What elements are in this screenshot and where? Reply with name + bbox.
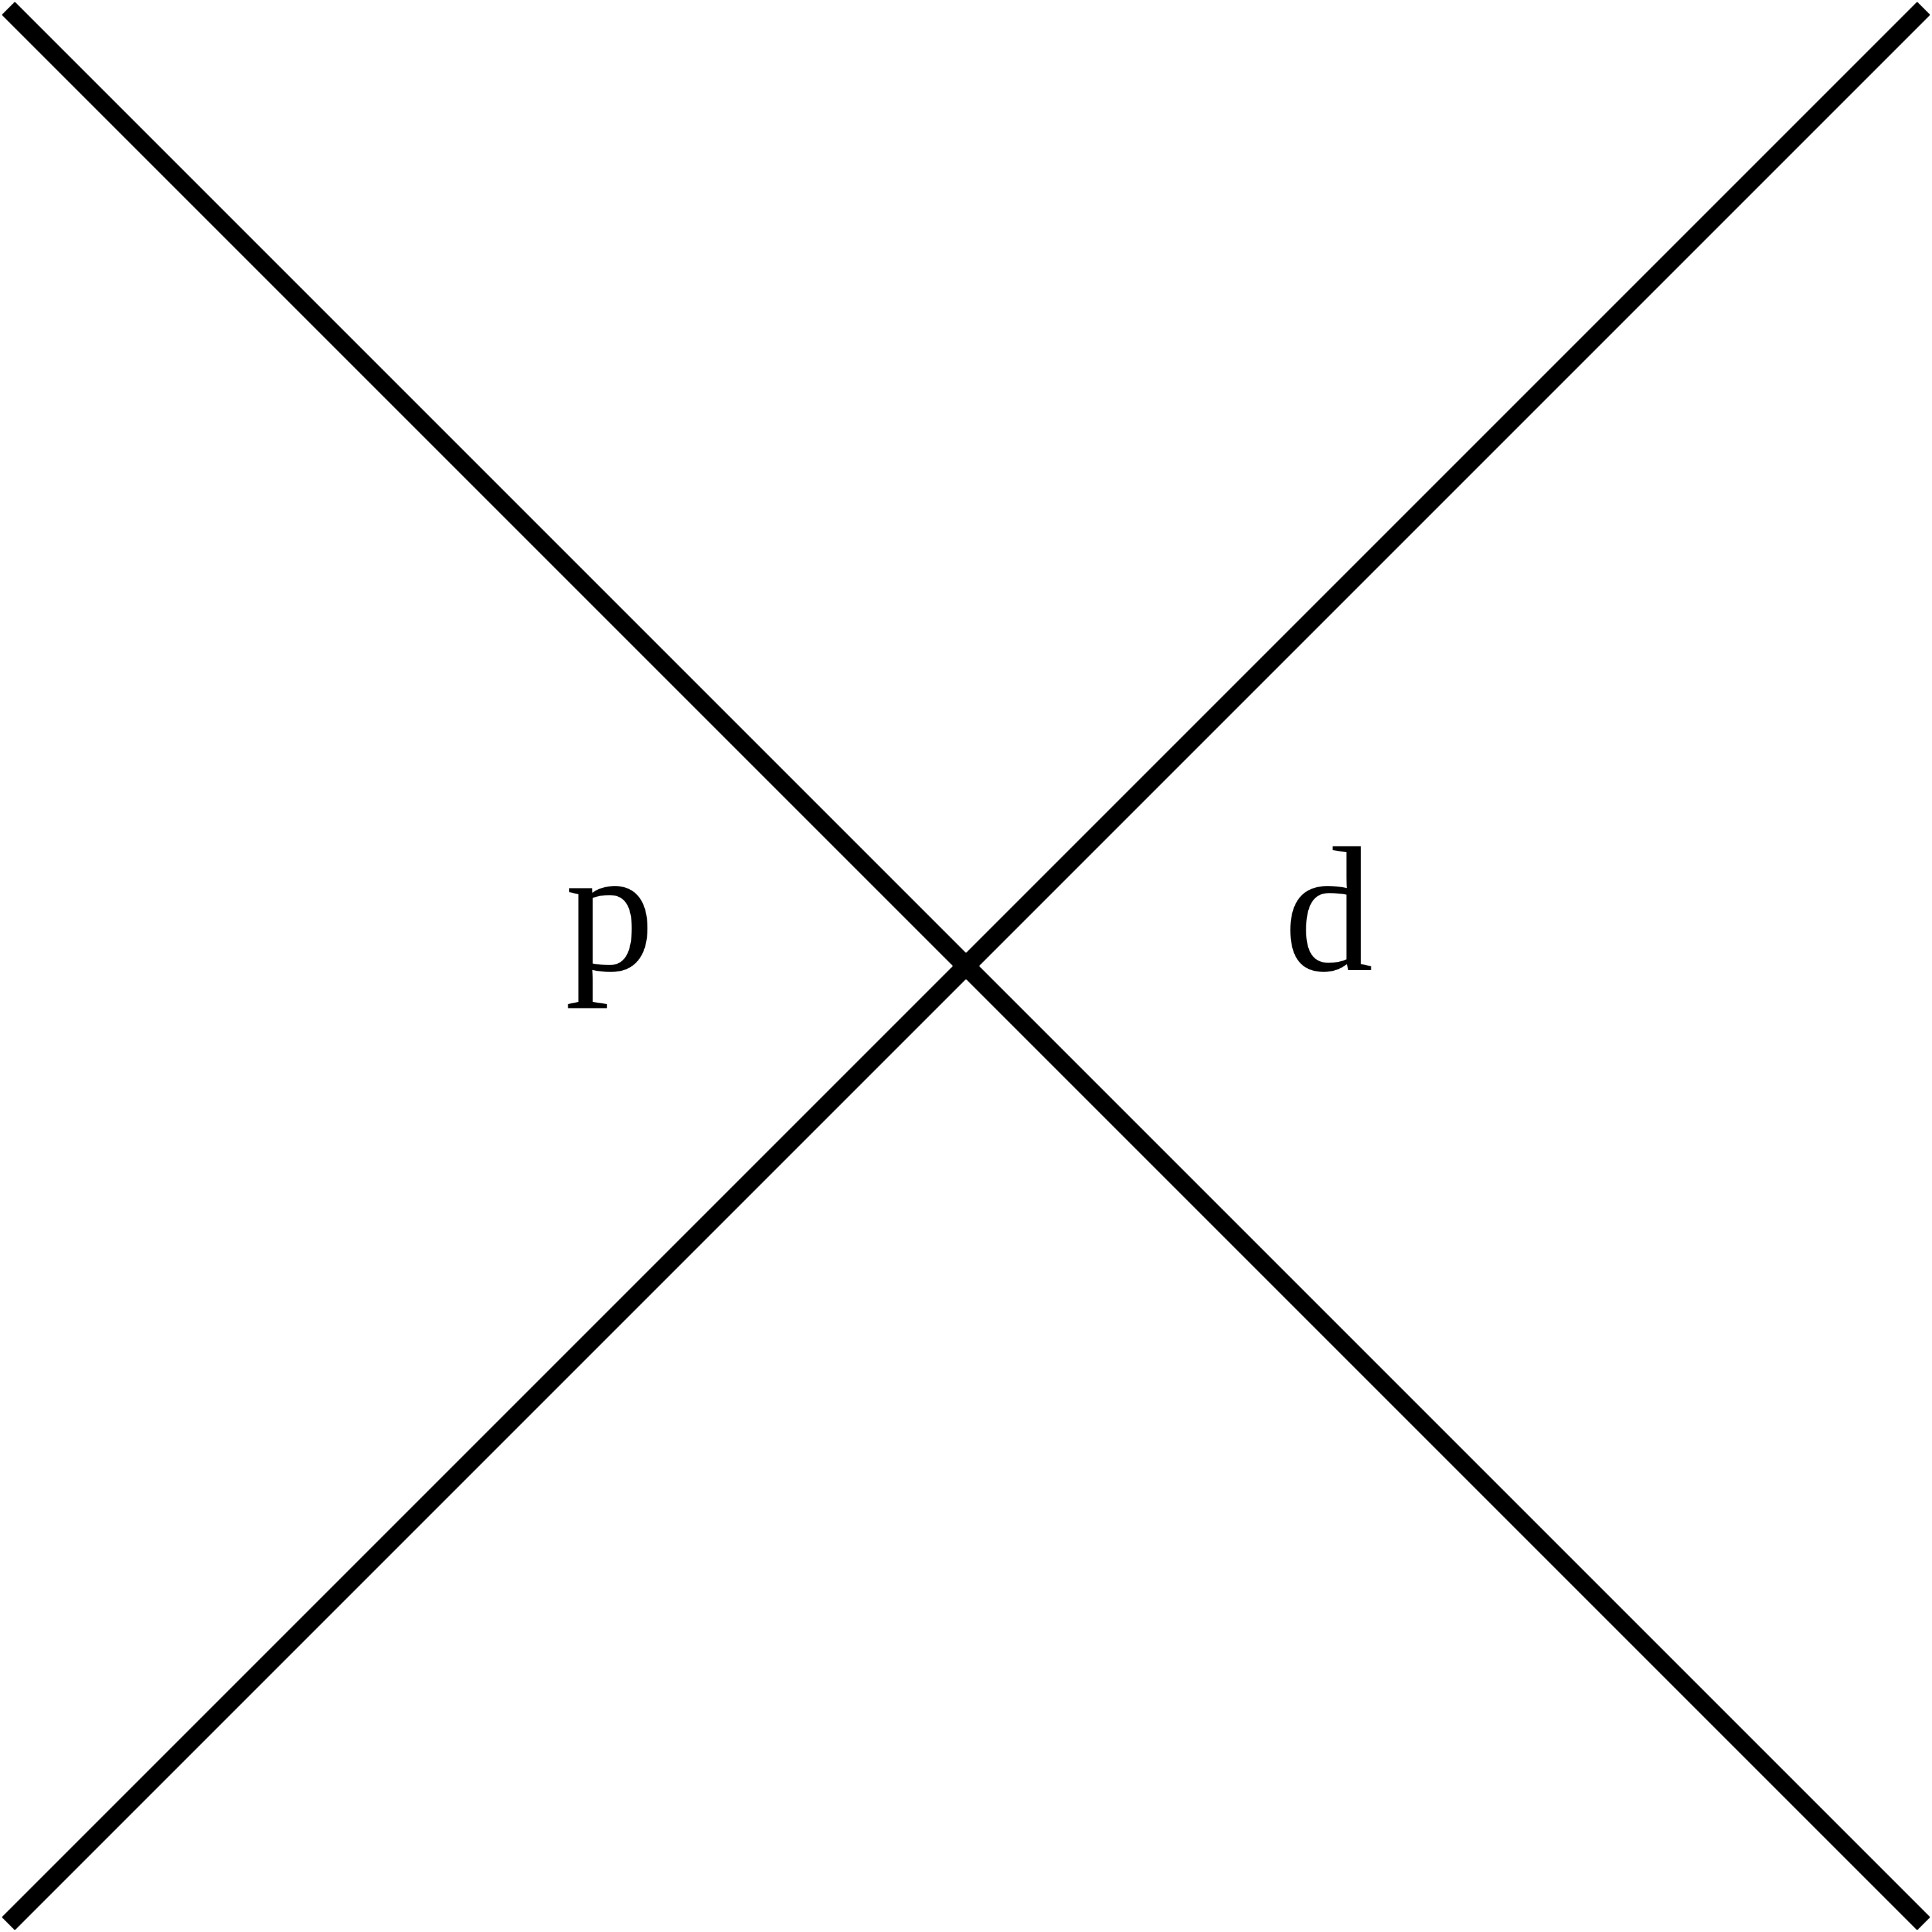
region-label-left: p (565, 811, 654, 1009)
region-label-right: d (1284, 811, 1373, 1009)
